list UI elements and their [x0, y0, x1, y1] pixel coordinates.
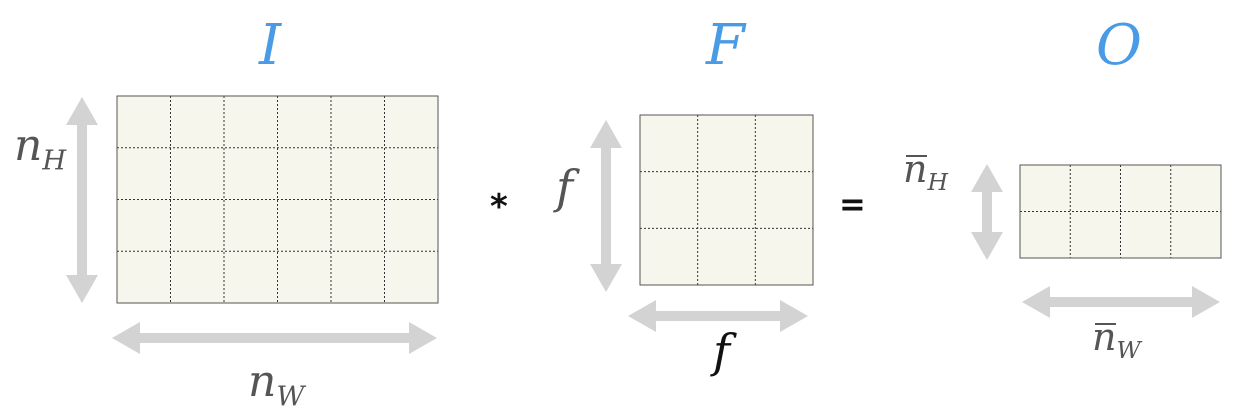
input-height-arrow-head: [66, 97, 98, 125]
output-matrix-cell: [1120, 211, 1171, 258]
output-height-arrow: [971, 164, 1003, 260]
input-matrix-cell: [331, 96, 385, 148]
filter-width-arrow-head: [780, 300, 808, 332]
input-matrix-cell: [117, 251, 171, 303]
output-matrix-cell: [1170, 211, 1221, 258]
input-matrix-cell: [277, 199, 331, 252]
input-matrix-cell: [384, 147, 438, 200]
filter-width-arrow: [628, 300, 808, 332]
input-matrix-grid: [116, 95, 439, 304]
input-matrix-cell: [277, 96, 331, 148]
input-height-label-sub: H: [42, 145, 67, 177]
filter-height-label: f: [556, 160, 574, 214]
convolution-operator: *: [490, 187, 508, 227]
filter-matrix-cell: [640, 115, 698, 172]
input-matrix-cell: [277, 147, 331, 200]
output-matrix-cell: [1170, 165, 1221, 212]
input-matrix-cell: [384, 251, 438, 303]
output-matrix-cell: [1070, 211, 1121, 258]
input-height-arrow: [66, 97, 98, 303]
input-width-label: nW: [248, 360, 304, 411]
output-width-label-sub: W: [1116, 336, 1141, 365]
output-matrix-border: [1019, 164, 1222, 259]
output-width-label-base: n: [1092, 315, 1117, 359]
filter-matrix-cell: [755, 115, 813, 172]
output-width-arrow-head: [1192, 286, 1220, 318]
filter-matrix-border: [639, 114, 814, 286]
input-matrix-cell: [331, 251, 385, 303]
output-height-label-sub: H: [927, 168, 949, 197]
output-height-arrow-head: [971, 164, 1003, 192]
filter-matrix-cell: [697, 228, 756, 285]
output-width-label: nW: [1092, 318, 1141, 363]
input-matrix-cell: [117, 199, 171, 252]
input-matrix-cell: [384, 96, 438, 148]
input-matrix-cell: [170, 147, 224, 200]
input-width-arrow-head: [409, 322, 437, 354]
input-matrix-cell: [170, 199, 224, 252]
output-height-arrow-head: [971, 232, 1003, 260]
filter-height-arrow-head: [590, 264, 622, 292]
input-height-label-base: n: [14, 120, 43, 171]
filter-matrix-cell: [697, 115, 756, 172]
filter-matrix-cell: [697, 171, 756, 229]
output-height-label-base: n: [903, 147, 928, 191]
filter-matrix-cell: [755, 228, 813, 285]
input-matrix-title: I: [259, 13, 282, 78]
input-matrix-cell: [331, 147, 385, 200]
input-height-arrow-head: [66, 275, 98, 303]
equals-operator: =: [839, 185, 866, 223]
input-matrix-cell: [384, 199, 438, 252]
output-matrix-title: O: [1096, 13, 1142, 78]
input-matrix-cell: [117, 147, 171, 200]
input-width-arrow-head: [112, 322, 140, 354]
input-matrix-border: [116, 95, 439, 304]
output-width-arrow: [1022, 286, 1220, 318]
output-matrix-grid: [1019, 164, 1222, 259]
output-matrix-cell: [1070, 165, 1121, 212]
input-width-arrow: [112, 322, 437, 354]
input-matrix-cell: [170, 96, 224, 148]
input-matrix-cell: [331, 199, 385, 252]
input-matrix-cell: [117, 96, 171, 148]
output-matrix-cell: [1120, 165, 1171, 212]
dimension-arrows: [66, 97, 1220, 354]
filter-matrix-cell: [640, 228, 698, 285]
input-matrix-cell: [224, 147, 278, 200]
input-matrix-cell: [170, 251, 224, 303]
output-matrix-cell: [1020, 165, 1071, 212]
input-matrix-cell: [224, 199, 278, 252]
input-matrix-cell: [224, 96, 278, 148]
filter-width-label: f: [713, 324, 731, 378]
input-width-label-sub: W: [276, 381, 305, 413]
filter-matrix-title: F: [706, 13, 745, 78]
filter-matrix-cell: [755, 171, 813, 229]
input-matrix-cell: [277, 251, 331, 303]
filter-height-arrow: [590, 120, 622, 292]
output-width-arrow-head: [1022, 286, 1050, 318]
output-height-label: nH: [903, 150, 948, 195]
filter-matrix-cell: [640, 171, 698, 229]
filter-matrix-grid: [639, 114, 814, 286]
filter-width-arrow-head: [628, 300, 656, 332]
filter-height-arrow-head: [590, 120, 622, 148]
input-matrix-cell: [224, 251, 278, 303]
output-matrix-cell: [1020, 211, 1071, 258]
input-height-label: nH: [14, 124, 66, 175]
input-width-label-base: n: [248, 356, 277, 407]
